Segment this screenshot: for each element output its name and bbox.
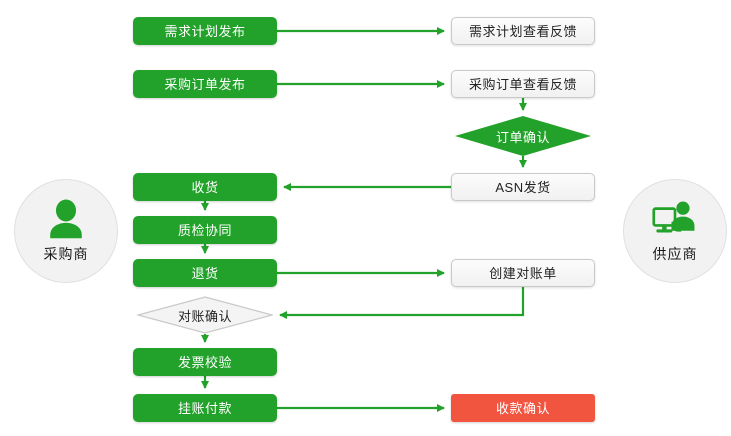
actor-supplier-label: 供应商 — [652, 245, 698, 262]
node-label: 订单确认 — [495, 129, 550, 145]
node-label: 需求计划发布 — [164, 23, 246, 39]
node-demand-plan-publish[interactable]: 需求计划发布 — [133, 17, 277, 45]
node-demand-plan-feedback[interactable]: 需求计划查看反馈 — [451, 17, 595, 45]
person-icon — [50, 198, 82, 238]
node-po-publish[interactable]: 采购订单发布 — [133, 70, 277, 98]
actor-buyer-label: 采购商 — [43, 245, 89, 262]
node-asn-ship[interactable]: ASN发货 — [451, 173, 595, 201]
diamond-shape-plain — [137, 296, 273, 334]
node-label: 挂账付款 — [177, 400, 232, 416]
actor-supplier[interactable]: 供应商 — [623, 179, 727, 283]
node-label: 质检协同 — [177, 222, 232, 238]
node-label: 采购订单查看反馈 — [468, 76, 577, 92]
node-return-goods[interactable]: 退货 — [133, 259, 277, 287]
node-label: 收款确认 — [495, 400, 550, 416]
node-label: 退货 — [191, 265, 219, 281]
node-statement-confirm[interactable]: 对账确认 — [137, 296, 273, 334]
node-label: 需求计划查看反馈 — [468, 23, 577, 39]
node-payable-payment[interactable]: 挂账付款 — [133, 394, 277, 422]
node-create-statement[interactable]: 创建对账单 — [451, 259, 595, 287]
node-label: 对账确认 — [177, 308, 232, 324]
diamond-shape-green — [455, 116, 591, 156]
person-at-computer-icon — [652, 201, 695, 232]
node-invoice-verify[interactable]: 发票校验 — [133, 348, 277, 376]
edge-statement-to-confirm — [279, 287, 525, 319]
node-po-feedback[interactable]: 采购订单查看反馈 — [451, 70, 595, 98]
node-quality-collab[interactable]: 质检协同 — [133, 216, 277, 244]
node-label: 创建对账单 — [489, 265, 557, 281]
node-label: 收货 — [191, 179, 219, 195]
node-receive-goods[interactable]: 收货 — [133, 173, 277, 201]
node-receipt-confirm[interactable]: 收款确认 — [451, 394, 595, 422]
node-order-confirm[interactable]: 订单确认 — [455, 116, 591, 156]
node-label: ASN发货 — [495, 179, 551, 195]
actor-buyer[interactable]: 采购商 — [14, 179, 118, 283]
node-label: 发票校验 — [177, 354, 232, 370]
node-label: 采购订单发布 — [164, 76, 246, 92]
